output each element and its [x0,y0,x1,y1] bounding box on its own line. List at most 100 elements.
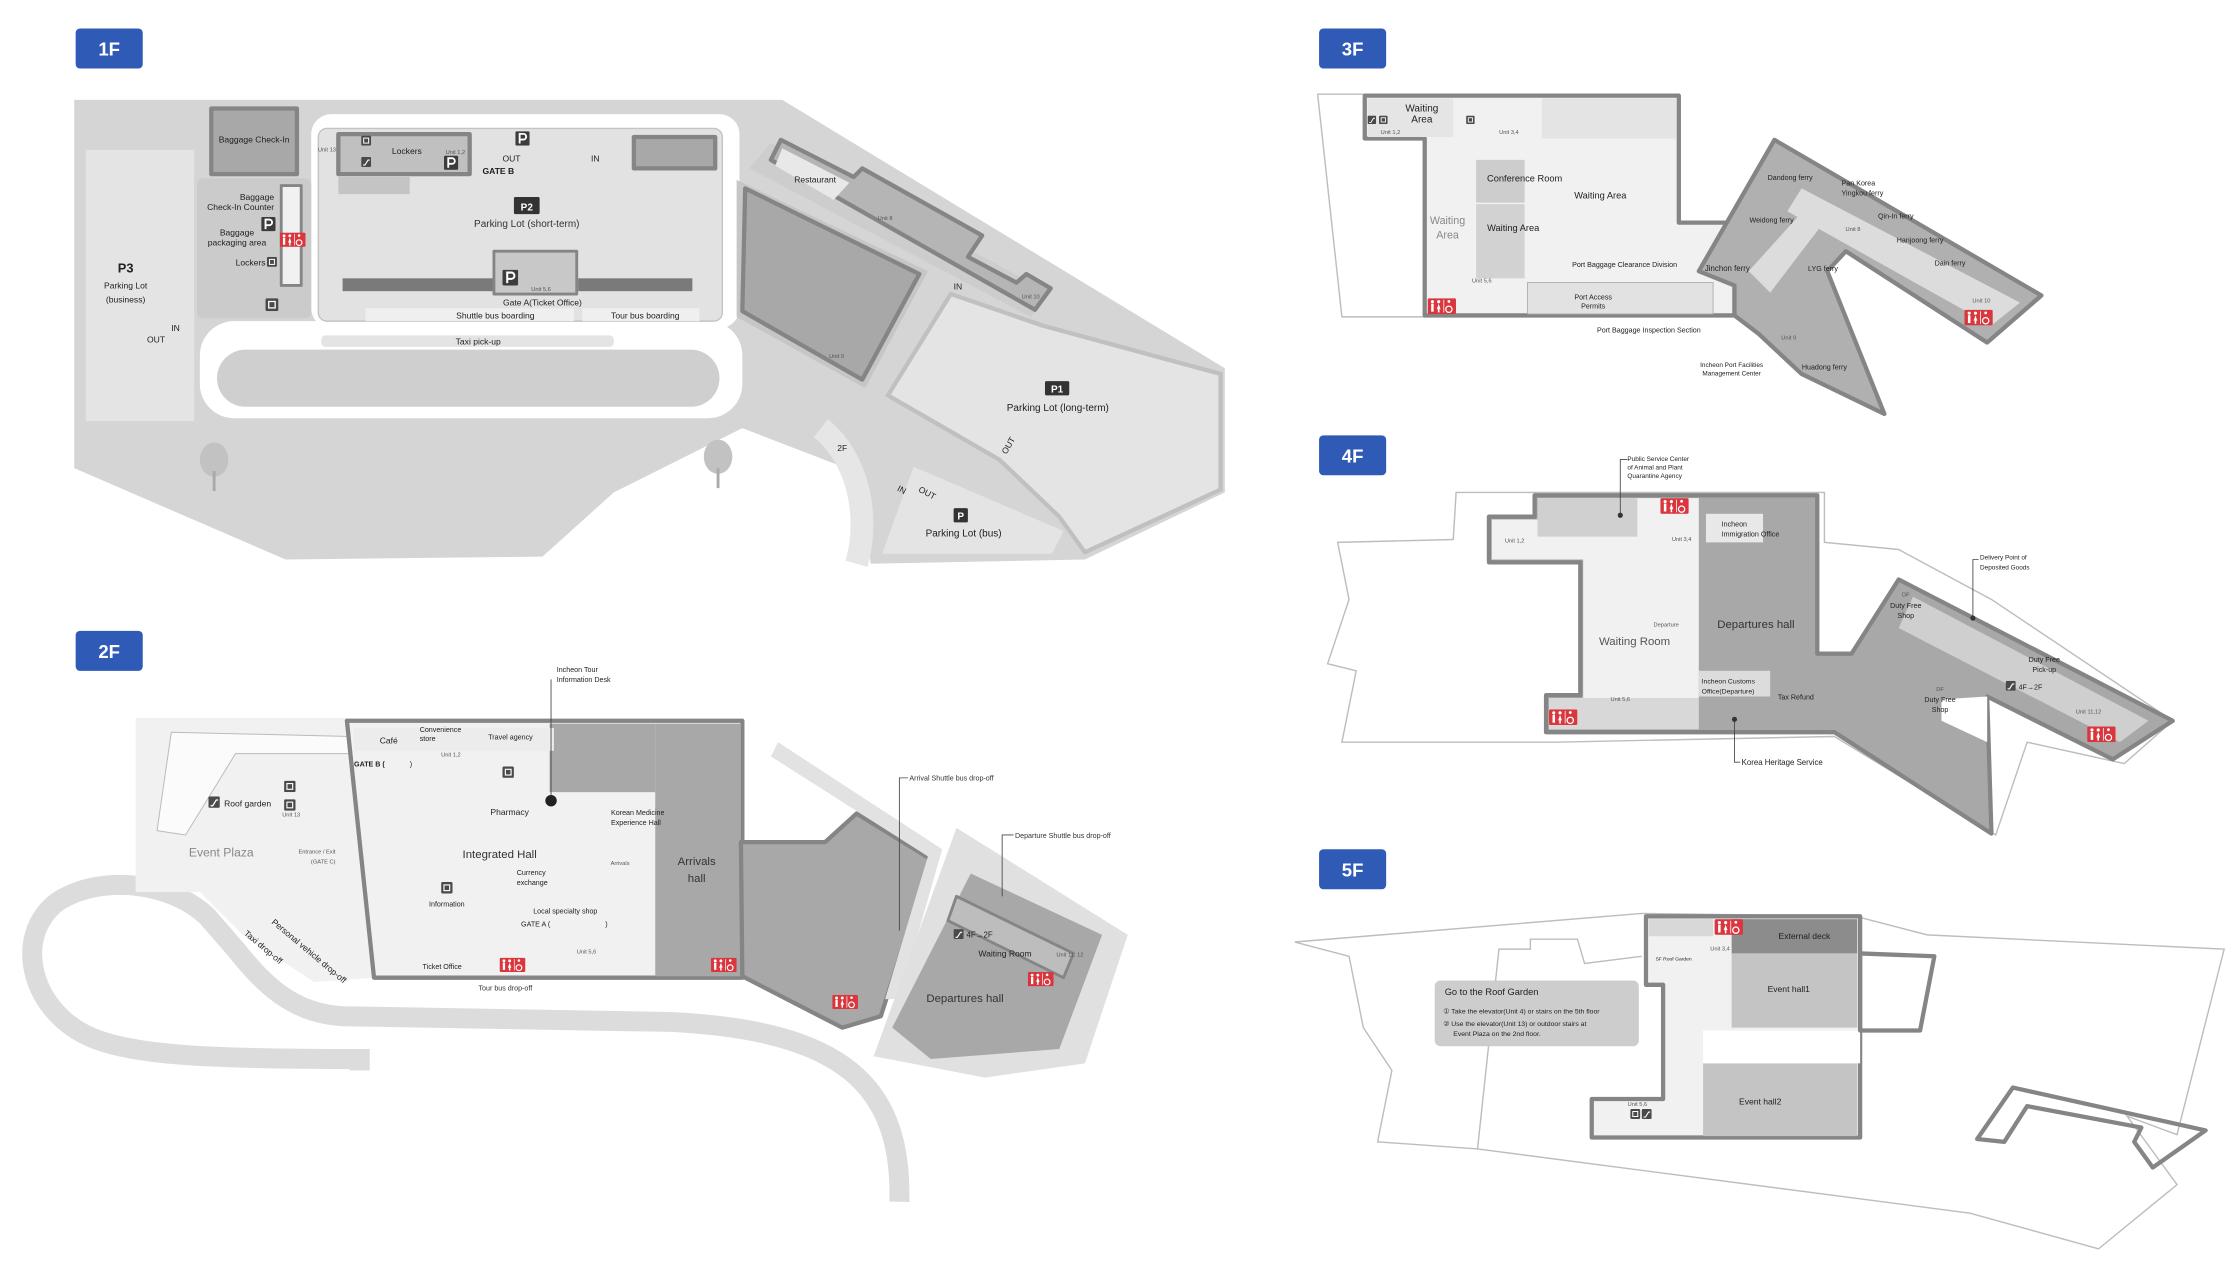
unit56-label: Unit 5,6 [1628,1102,1648,1108]
departures-hall[interactable] [892,873,1103,1060]
df-label-2: DF [1936,687,1944,693]
restroom-icon [1427,298,1457,315]
unit34-label: Unit 3,4 [1499,130,1519,136]
floor-badge-2f[interactable] [75,630,143,671]
quarantine-1: Public Service Center [1627,456,1689,463]
event-hall1[interactable] [1731,953,1858,1028]
in-p1-label: IN [954,282,963,292]
access-permits-2: Permits [1581,302,1606,310]
restroom-icon [710,957,737,972]
unit9-label: Unit 9 [829,354,844,360]
info-desk-icon [545,794,557,807]
departures-hall-label: Departures hall [1717,619,1794,631]
baggage-checkin-building[interactable] [209,106,300,177]
p1-name: Parking Lot (long-term) [1007,403,1109,414]
duty-free-2b: Shop [1932,706,1949,714]
elevator-icon [361,135,372,146]
restroom-icon [502,766,514,778]
restroom-icon [1027,971,1054,987]
baggage-checkin-label: Baggage Check-In [219,135,290,145]
floor-badge-5f[interactable] [1319,849,1387,890]
roof-garden-5f-label: 5F Roof Garden [1656,957,1692,963]
bus-parking-lot[interactable] [882,466,1064,554]
clearance-label: Port Baggage Clearance Division [1572,261,1677,269]
conference-room[interactable] [1476,159,1525,203]
checkin-counter-2: Check-In Counter [207,202,274,212]
arrivals-hall-1: Arrivals [678,856,716,868]
bus-in-label: IN [896,483,908,496]
access-permits-1: Port Access [1574,294,1612,302]
taxi-pickup-strip [321,335,614,347]
departure-label: Departure [1654,623,1679,629]
facilities-1: Incheon Port Facilities [1700,362,1763,369]
parking-icon [261,216,276,232]
floor-badge-1f[interactable] [75,28,143,69]
korean-medicine-1: Korean Medicine [611,809,665,817]
information-label: Information [429,900,465,908]
entrance-2: (GATE C) [311,860,336,866]
gate-a-label: Gate A(Ticket Office) [503,297,582,307]
ferry-pan-korea-2: Yingkou ferry [1842,190,1884,198]
pickup-2: Pick-up [2032,666,2056,674]
quarantine-3: Quarantine Agency [1627,473,1682,480]
floor-badge-3f-label: 3F [1342,39,1364,60]
roof-garden-label: Roof garden [224,798,271,808]
arrival-shuttle-label: Arrival Shuttle bus drop-off [909,775,993,783]
tour-dropoff-label: Tour bus drop-off [478,985,532,993]
waiting-area-box[interactable] [1476,204,1525,279]
pharmacy-label: Pharmacy [490,807,529,817]
parking-icon [502,269,519,286]
p1-parking-lot[interactable] [884,291,1223,556]
restroom-icon [1660,498,1689,514]
unit13-label: Unit 13 [318,147,336,153]
packaging-area-1: Baggage [220,228,254,238]
event-hall1-label: Event hall1 [1768,984,1811,994]
currency-2: exchange [517,879,548,887]
unit12-label: Unit 1,2 [1381,130,1401,136]
traffic-island [216,349,720,407]
taxi-pickup-label: Taxi pick-up [456,337,501,347]
shuttle-boarding-label: Shuttle bus boarding [456,310,535,320]
p3-parking-lot[interactable] [85,149,195,422]
ferry-qinin: Qin-In ferry [1878,212,1914,220]
customs-2: Office(Departure) [1702,689,1755,696]
gate-a-building [492,249,579,296]
ferry-lyg: LYG ferry [1808,265,1838,273]
unit13-label: Unit 13 [282,812,300,818]
building-unit9 [740,186,922,382]
tree-icon [703,439,733,489]
escalator-label: 4F→2F [2019,683,2043,691]
lockers-top-label: Lockers [392,146,422,156]
escalator-label: 4F→2F [966,931,992,940]
ferry-weidong: Weidong ferry [1749,217,1794,225]
callout-line [1734,720,1741,763]
restroom-icon [499,957,526,972]
entrance-1: Entrance / Exit [298,850,335,856]
local-shop-label: Local specialty shop [533,907,597,915]
floor-badge-4f[interactable] [1319,435,1387,476]
unit12-label: Unit 1,2 [441,752,461,758]
arrivals-hall-2: hall [688,873,706,885]
bus-name: Parking Lot (bus) [926,529,1002,540]
convenience-2: store [420,735,436,743]
tour-desk-1: Incheon Tour [557,666,599,674]
duty-free-1a: Duty Free [1890,602,1921,610]
floor-badge-3f[interactable] [1319,28,1387,69]
restroom-icon [2087,726,2116,743]
unit12-label: Unit 1,2 [1505,538,1525,544]
unit12-label: Unit 1,2 [446,150,466,156]
ferry-jinchon: Jinchon ferry [1705,264,1750,273]
ramp-2f-label: 2F [837,443,847,453]
currency-1: Currency [517,869,546,877]
floor-badge-5f-label: 5F [1342,859,1364,880]
event-hall2[interactable] [1703,1063,1858,1137]
tax-refund-label: Tax Refund [1778,693,1814,701]
event-plaza-label: Event Plaza [189,845,254,859]
building-block [631,134,718,171]
external-deck[interactable] [1731,919,1858,954]
restroom-icon [1714,919,1744,935]
p3-name-1: Parking Lot [104,280,148,290]
arrivals-hall[interactable] [655,723,741,977]
immigration-1: Incheon [1722,521,1747,529]
callout-line [1972,559,1979,617]
